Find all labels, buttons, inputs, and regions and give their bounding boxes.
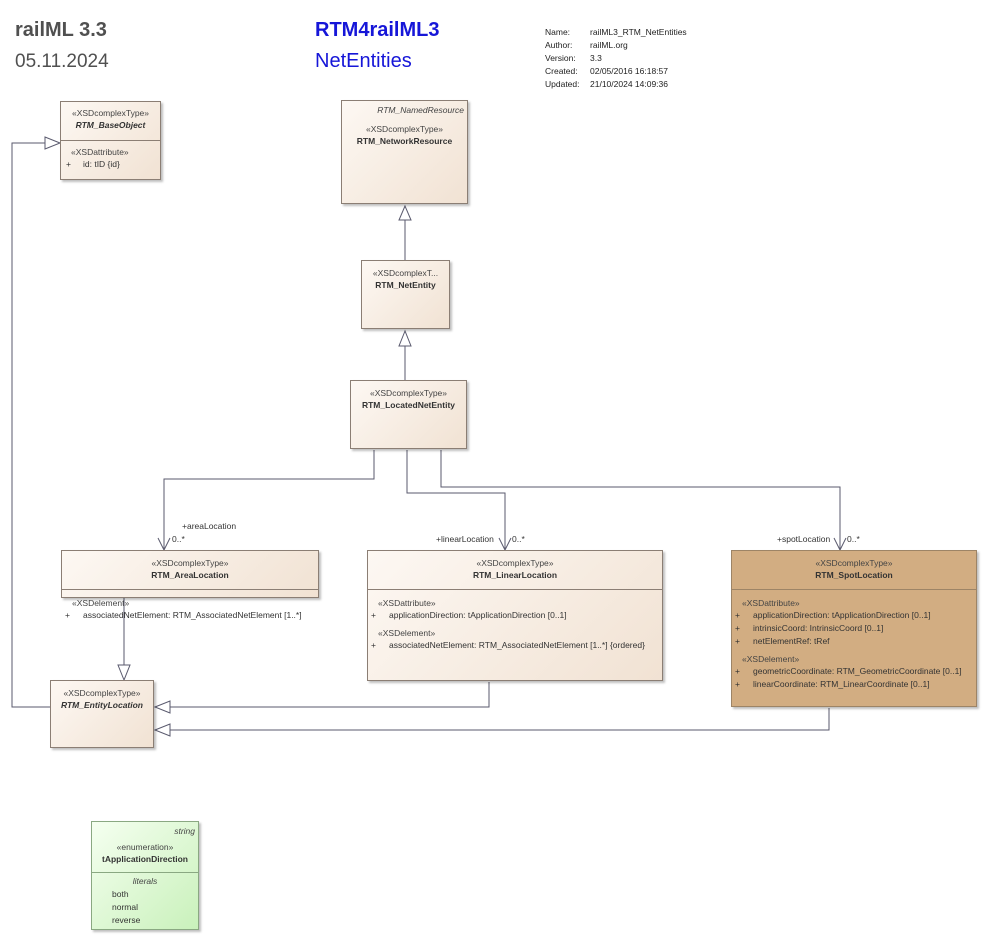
class-stereotype: «XSDcomplexType»	[63, 688, 141, 698]
class-rtm-spotlocation[interactable]: «XSDcomplexType» RTM_SpotLocation «XSDat…	[731, 550, 977, 707]
class-name: RTM_EntityLocation	[60, 700, 143, 710]
generalization-entitylocation-baseobject	[11, 142, 50, 708]
enum-literal: reverse	[112, 915, 141, 925]
section-label: «XSDattribute»	[742, 598, 800, 608]
class-stereotype: «enumeration»	[116, 842, 174, 852]
visibility-marker: +	[371, 610, 376, 620]
role-label-linearlocation: +linearLocation	[436, 534, 494, 544]
parent-tag: string	[174, 826, 195, 836]
class-name: RTM_BaseObject	[75, 120, 146, 130]
visibility-marker: +	[735, 679, 740, 689]
attribute-text: applicationDirection: tApplicationDirect…	[389, 610, 567, 620]
compartment-divider	[92, 872, 198, 873]
association-linearlocation	[406, 450, 506, 549]
role-label-arealocation: +areaLocation	[182, 521, 237, 531]
meta-value: 21/10/2024 14:09:36	[590, 79, 668, 89]
multiplicity-label-linearlocation: 0..*	[512, 534, 525, 544]
class-name: RTM_AreaLocation	[151, 570, 229, 580]
compartment-divider	[62, 589, 318, 590]
element-text: linearCoordinate: RTM_LinearCoordinate […	[753, 679, 930, 689]
generalization-linearlocation-entitylocation	[170, 682, 490, 708]
association-arealocation	[163, 450, 375, 549]
literals-label: literals	[132, 876, 158, 886]
visibility-marker: +	[66, 159, 71, 169]
class-stereotype: «XSDcomplexT...	[372, 268, 439, 278]
meta-key: Name:	[545, 27, 571, 37]
class-rtm-entitylocation[interactable]: «XSDcomplexType» RTM_EntityLocation	[50, 680, 154, 748]
association-spotlocation	[440, 450, 841, 549]
section-label: «XSDattribute»	[71, 147, 129, 157]
generalization-spotlocation-entitylocation	[170, 708, 830, 731]
attribute-text: applicationDirection: tApplicationDirect…	[753, 610, 931, 620]
multiplicity-label-spotlocation: 0..*	[847, 534, 860, 544]
class-stereotype: «XSDcomplexType»	[476, 558, 554, 568]
class-name: RTM_LinearLocation	[472, 570, 558, 580]
enum-literal: normal	[112, 902, 138, 912]
generalization-arrowhead	[117, 664, 131, 682]
attribute-text: intrinsicCoord: IntrinsicCoord [0..1]	[753, 623, 884, 633]
class-stereotype: «XSDcomplexType»	[151, 558, 229, 568]
meta-key: Author:	[545, 40, 573, 50]
visibility-marker: +	[735, 636, 740, 646]
element-text: geometricCoordinate: RTM_GeometricCoordi…	[753, 666, 962, 676]
section-label: «XSDattribute»	[378, 598, 436, 608]
meta-key: Version:	[545, 53, 576, 63]
class-rtm-arealocation[interactable]: «XSDcomplexType» RTM_AreaLocation «XSDel…	[61, 550, 319, 620]
class-rtm-linearlocation[interactable]: «XSDcomplexType» RTM_LinearLocation «XSD…	[367, 550, 663, 681]
compartment-divider	[368, 589, 662, 590]
parent-tag: RTM_NamedResource	[377, 105, 464, 115]
diagram-title: railML 3.3	[15, 19, 107, 41]
meta-value: railML.org	[590, 40, 628, 50]
visibility-marker: +	[65, 610, 70, 620]
class-rtm-netentity[interactable]: «XSDcomplexT... RTM_NetEntity	[361, 260, 450, 329]
package-name: RTM4railML3	[315, 19, 440, 41]
visibility-marker: +	[735, 623, 740, 633]
diagram-date: 05.11.2024	[15, 51, 109, 72]
enum-literal: both	[112, 889, 129, 899]
class-name: RTM_NetworkResource	[356, 136, 453, 146]
visibility-marker: +	[735, 666, 740, 676]
compartment-divider	[61, 140, 160, 141]
meta-key: Created:	[545, 66, 578, 76]
class-stereotype: «XSDcomplexType»	[369, 388, 447, 398]
section-label: «XSDelement»	[742, 654, 800, 664]
element-text: associatedNetElement: RTM_AssociatedNetE…	[389, 640, 645, 650]
role-label-spotlocation: +spotLocation	[777, 534, 831, 544]
generalization-arrowhead	[398, 204, 412, 221]
class-rtm-baseobject[interactable]: «XSDcomplexType» RTM_BaseObject «XSDattr…	[60, 101, 161, 180]
class-stereotype: «XSDcomplexType»	[71, 108, 149, 118]
meta-key: Updated:	[545, 79, 580, 89]
attribute-text: id: tID {id}	[83, 159, 120, 169]
visibility-marker: +	[371, 640, 376, 650]
class-rtm-locatednetentity[interactable]: «XSDcomplexType» RTM_LocatedNetEntity	[350, 380, 467, 449]
meta-value: railML3_RTM_NetEntities	[590, 27, 687, 37]
diagram-name: NetEntities	[315, 50, 412, 72]
attribute-text: associatedNetElement: RTM_AssociatedNetE…	[83, 610, 302, 620]
generalization-arrowhead	[44, 136, 62, 150]
generalization-arrowhead	[398, 329, 412, 347]
generalization-arrowhead	[153, 723, 171, 737]
class-stereotype: «XSDcomplexType»	[365, 124, 443, 134]
class-name: RTM_NetEntity	[375, 280, 436, 290]
section-label: «XSDelement»	[378, 628, 436, 638]
multiplicity-label-arealocation: 0..*	[172, 534, 185, 544]
meta-value: 3.3	[590, 53, 602, 63]
class-name: RTM_LocatedNetEntity	[361, 400, 456, 410]
class-stereotype: «XSDcomplexType»	[815, 558, 893, 568]
class-name: tApplicationDirection	[102, 854, 188, 864]
class-rtm-networkresource[interactable]: RTM_NamedResource «XSDcomplexType» RTM_N…	[341, 100, 468, 204]
meta-value: 02/05/2016 16:18:57	[590, 66, 668, 76]
compartment-divider	[732, 589, 976, 590]
generalization-arrowhead	[153, 700, 171, 714]
attribute-text: netElementRef: tRef	[753, 636, 830, 646]
section-label: «XSDelement»	[72, 598, 130, 608]
visibility-marker: +	[735, 610, 740, 620]
class-name: RTM_SpotLocation	[815, 570, 893, 580]
enum-tapplicationdirection[interactable]: string «enumeration» tApplicationDirecti…	[91, 821, 199, 930]
